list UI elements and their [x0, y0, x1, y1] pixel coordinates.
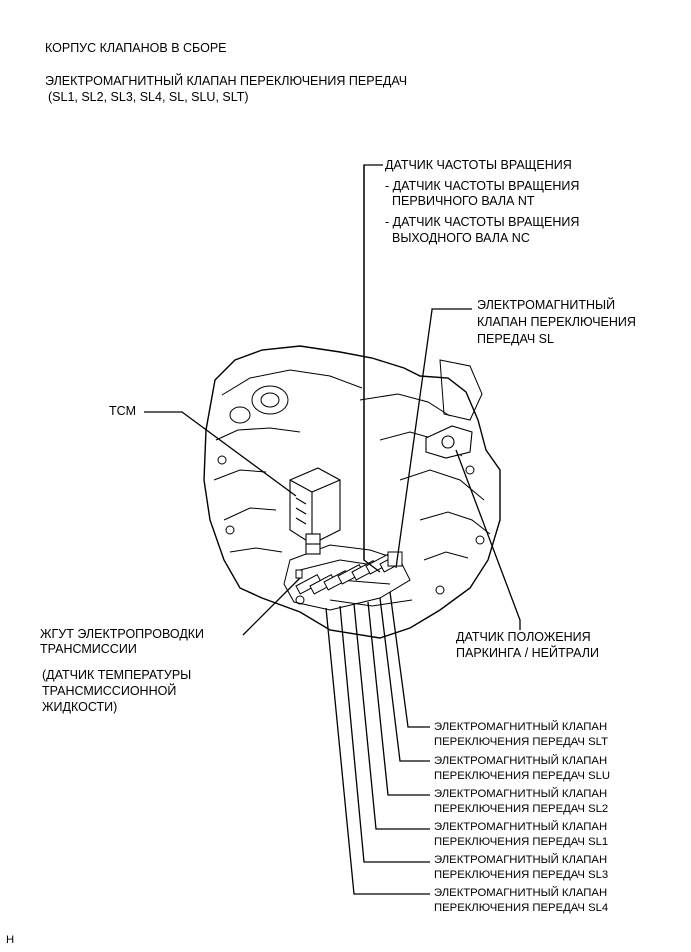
sl2-label-line1: ЭЛЕКТРОМАГНИТНЫЙ КЛАПАН — [434, 788, 608, 800]
solenoid-title-line1: ЭЛЕКТРОМАГНИТНЫЙ КЛАПАН ПЕРЕКЛЮЧЕНИЯ ПЕР… — [45, 74, 408, 88]
speed-sensor-label: ДАТЧИК ЧАСТОТЫ ВРАЩЕНИЯ — [385, 158, 572, 172]
sl1-label-line2: ПЕРЕКЛЮЧЕНИЯ ПЕРЕДАЧ SL1 — [434, 836, 609, 848]
solenoid-title-line2: (SL1, SL2, SL3, SL4, SL, SLU, SLT) — [48, 90, 249, 104]
nc-sensor-label-line1: - ДАТЧИК ЧАСТОТЫ ВРАЩЕНИЯ — [385, 215, 580, 229]
harness-label-line1: ЖГУТ ЭЛЕКТРОПРОВОДКИ — [40, 627, 205, 641]
sl3-label-line2: ПЕРЕКЛЮЧЕНИЯ ПЕРЕДАЧ SL3 — [434, 869, 609, 881]
sl-solenoid-label-line3: ПЕРЕДАЧ SL — [477, 332, 554, 346]
slt-label-line2: ПЕРЕКЛЮЧЕНИЯ ПЕРЕДАЧ SLT — [434, 736, 608, 748]
assembly-label: КОРПУС КЛАПАНОВ В СБОРЕ — [45, 41, 227, 55]
footer-code: H — [6, 934, 15, 946]
pnp-sensor-label-line1: ДАТЧИК ПОЛОЖЕНИЯ — [456, 630, 591, 644]
sl-solenoid-label-line2: КЛАПАН ПЕРЕКЛЮЧЕНИЯ — [477, 315, 636, 329]
harness-connector — [295, 569, 303, 579]
sl4-label-line2: ПЕРЕКЛЮЧЕНИЯ ПЕРЕДАЧ SL4 — [434, 902, 609, 914]
harness-label-line2: ТРАНСМИССИИ — [40, 642, 137, 656]
tcm-label: TCM — [109, 404, 137, 418]
park-neutral-sensor — [425, 425, 473, 459]
fluid-temp-label-line3: ЖИДКОСТИ) — [42, 700, 118, 714]
sl3-label-line1: ЭЛЕКТРОМАГНИТНЫЙ КЛАПАН — [434, 854, 608, 866]
pnp-sensor-label-line2: ПАРКИНГА / НЕЙТРАЛИ — [456, 646, 599, 660]
nc-sensor-label-line2: ВЫХОДНОГО ВАЛА NC — [392, 231, 530, 245]
leader-lines — [144, 164, 521, 895]
sl2-label-line2: ПЕРЕКЛЮЧЕНИЯ ПЕРЕДАЧ SL2 — [434, 803, 609, 815]
sl4-label-line1: ЭЛЕКТРОМАГНИТНЫЙ КЛАПАН — [434, 887, 608, 899]
slu-label-line2: ПЕРЕКЛЮЧЕНИЯ ПЕРЕДАЧ SLU — [434, 770, 611, 782]
fluid-temp-label-line2: ТРАНСМИССИОННОЙ — [42, 684, 177, 698]
fluid-temp-label-line1: (ДАТЧИК ТЕМПЕРАТУРЫ — [42, 668, 192, 682]
nt-sensor-label-line1: - ДАТЧИК ЧАСТОТЫ ВРАЩЕНИЯ — [385, 179, 580, 193]
solenoid-cylinders — [295, 553, 403, 595]
sl-solenoid-label-line1: ЭЛЕКТРОМАГНИТНЫЙ — [477, 298, 616, 312]
slt-label-line1: ЭЛЕКТРОМАГНИТНЫЙ КЛАПАН — [434, 721, 608, 733]
tcm-module — [289, 467, 341, 555]
slu-label-line1: ЭЛЕКТРОМАГНИТНЫЙ КЛАПАН — [434, 755, 608, 767]
transmission-body-outline — [203, 345, 501, 639]
sl1-label-line1: ЭЛЕКТРОМАГНИТНЫЙ КЛАПАН — [434, 821, 608, 833]
nt-sensor-label-line2: ПЕРВИЧНОГО ВАЛА NT — [392, 194, 535, 208]
speed-sensor-body — [387, 551, 403, 567]
